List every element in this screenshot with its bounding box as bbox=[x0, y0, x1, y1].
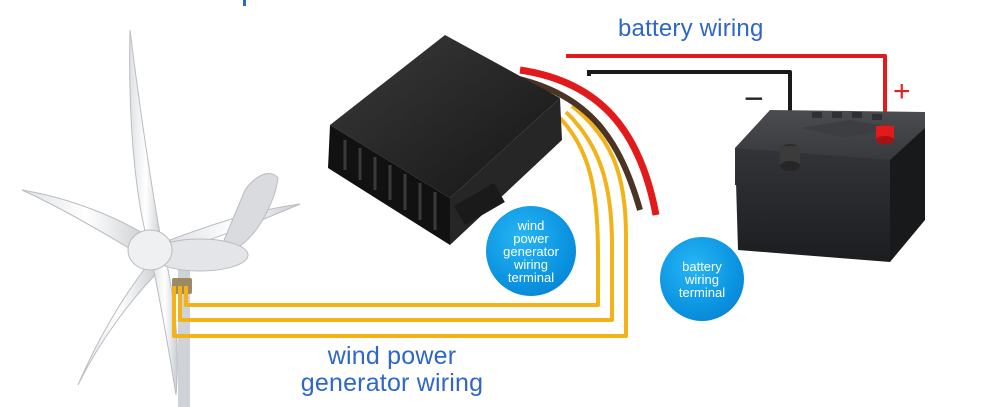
negative-terminal-sign: − bbox=[744, 80, 764, 118]
bubble-line: wiring bbox=[514, 256, 548, 272]
positive-terminal-sign: + bbox=[893, 75, 911, 108]
battery-wires bbox=[514, 54, 887, 216]
bubble-line: terminal bbox=[678, 284, 726, 300]
top-edge-mark bbox=[243, 0, 246, 6]
bubble-line: wind bbox=[517, 217, 545, 233]
bubble-line: terminal bbox=[507, 269, 555, 285]
wind-wiring-caption-line-1: wind power bbox=[327, 342, 457, 370]
battery-wiring-caption: battery wiring bbox=[618, 15, 764, 42]
bubble-line: battery bbox=[682, 258, 722, 274]
car-battery-icon bbox=[735, 110, 925, 262]
wind-turbine-icon bbox=[21, 29, 301, 407]
bubble-line: wiring bbox=[685, 271, 719, 287]
battery-terminal-bubble: battery wiring terminal bbox=[660, 237, 744, 321]
bubble-line: generator bbox=[503, 243, 559, 259]
wind-wiring-caption-line-2: generator wiring bbox=[300, 369, 484, 397]
charge-controller-icon bbox=[328, 35, 562, 245]
wind-wiring-caption: wind power generator wiring bbox=[272, 343, 512, 397]
generator-terminal-bubble: wind power generator wiring terminal bbox=[486, 206, 576, 296]
bubble-line: power bbox=[513, 230, 549, 246]
generator-wires bbox=[172, 104, 628, 338]
